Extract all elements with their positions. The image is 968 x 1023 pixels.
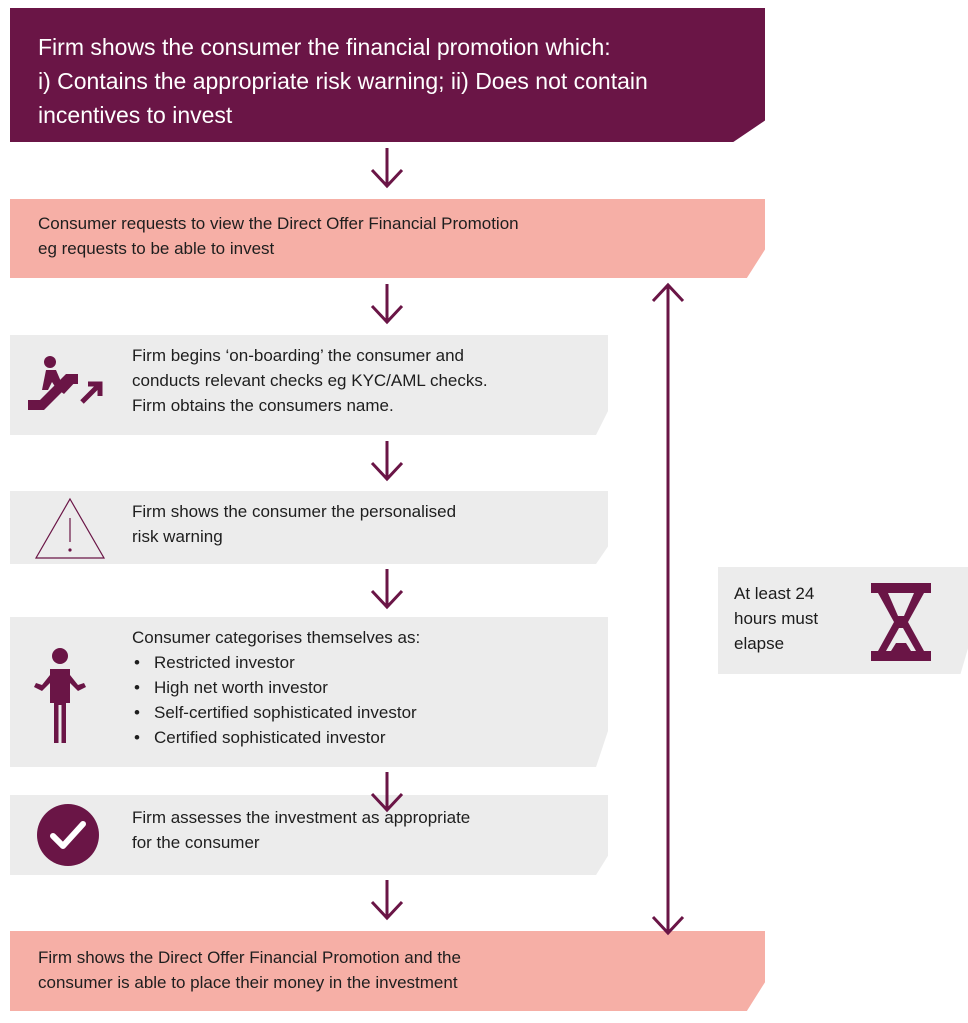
waiting-line-2: hours must [734, 609, 819, 628]
waiting-line-1: At least 24 [734, 584, 815, 603]
intro-line-2: i) Contains the appropriate risk warning… [38, 68, 648, 94]
categorise-box: Consumer categorises themselves as: Rest… [10, 617, 608, 767]
categorise-text: Consumer categorises themselves as: Rest… [132, 625, 420, 750]
onboarding-line-2: conducts relevant checks eg KYC/AML chec… [132, 371, 488, 390]
categorise-intro: Consumer categorises themselves as: [132, 628, 421, 647]
appropriateness-box: Firm assesses the investment as appropri… [10, 795, 608, 875]
down-arrow-5 [370, 772, 404, 813]
category-item: Certified sophisticated investor [132, 725, 420, 750]
request-line-1: Consumer requests to view the Direct Off… [38, 214, 519, 233]
down-arrow-1 [370, 148, 404, 189]
category-item: High net worth investor [132, 675, 420, 700]
check-circle-icon [35, 802, 101, 873]
waiting-period-note: At least 24 hours must elapse [718, 567, 968, 674]
final-offer-line-2: consumer is able to place their money in… [38, 973, 458, 992]
risk-warning-line-1: Firm shows the consumer the personalised [132, 502, 457, 521]
intro-line-1: Firm shows the consumer the financial pr… [38, 34, 611, 60]
risk-warning-box: Firm shows the consumer the personalised… [10, 491, 608, 564]
down-arrow-2 [370, 284, 404, 325]
warning-triangle-icon [34, 496, 106, 564]
appropriateness-line-2: for the consumer [132, 833, 260, 852]
escalator-icon [26, 352, 106, 417]
category-item: Self-certified sophisticated investor [132, 700, 420, 725]
hourglass-icon [868, 581, 934, 668]
down-arrow-4 [370, 569, 404, 610]
intro-promotion-text: Firm shows the consumer the financial pr… [38, 30, 725, 132]
onboarding-box: Firm begins ‘on-boarding’ the consumer a… [10, 335, 608, 435]
intro-line-3: incentives to invest [38, 102, 233, 128]
appropriateness-line-1: Firm assesses the investment as appropri… [132, 808, 471, 827]
down-arrow-6 [370, 880, 404, 921]
onboarding-text: Firm begins ‘on-boarding’ the consumer a… [132, 343, 488, 418]
final-offer-text: Firm shows the Direct Offer Financial Pr… [38, 945, 461, 995]
waiting-line-3: elapse [734, 634, 785, 653]
risk-warning-text: Firm shows the consumer the personalised… [132, 499, 456, 549]
risk-warning-line-2: risk warning [132, 527, 223, 546]
category-item: Restricted investor [132, 650, 420, 675]
final-offer-box: Firm shows the Direct Offer Financial Pr… [10, 931, 765, 1011]
request-text: Consumer requests to view the Direct Off… [38, 211, 519, 261]
onboarding-line-1: Firm begins ‘on-boarding’ the consumer a… [132, 346, 464, 365]
request-line-2: eg requests to be able to invest [38, 239, 275, 258]
down-arrow-3 [370, 441, 404, 482]
double-arrow-waiting [651, 282, 685, 936]
request-box: Consumer requests to view the Direct Off… [10, 199, 765, 278]
waiting-period-text: At least 24 hours must elapse [734, 581, 854, 656]
investor-category-list: Restricted investor High net worth inves… [132, 650, 420, 750]
appropriateness-text: Firm assesses the investment as appropri… [132, 805, 470, 855]
onboarding-line-3: Firm obtains the consumers name. [132, 396, 394, 415]
final-offer-line-1: Firm shows the Direct Offer Financial Pr… [38, 948, 461, 967]
intro-promotion-box: Firm shows the consumer the financial pr… [10, 8, 765, 142]
person-shrug-icon [32, 645, 88, 750]
